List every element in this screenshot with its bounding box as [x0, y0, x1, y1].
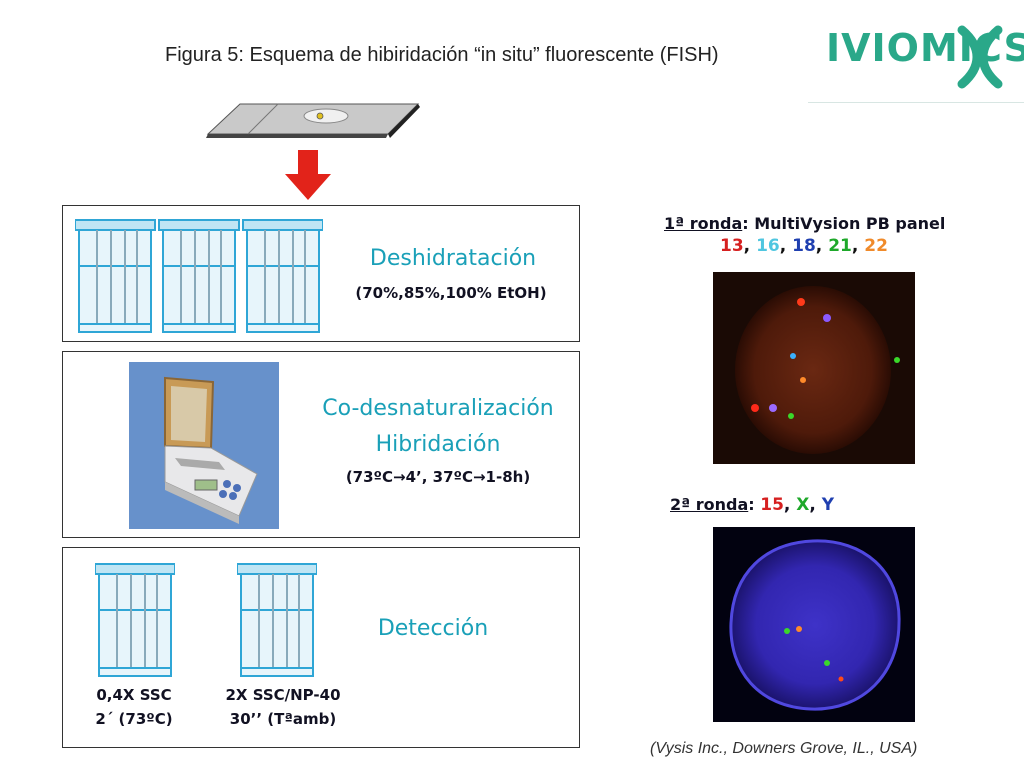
round-2-nucleus-image	[713, 527, 915, 722]
round-2-micrograph	[713, 527, 915, 722]
round-2-probes: 15, X, Y	[760, 495, 834, 515]
probe-18: 18	[792, 236, 816, 256]
wash-1-line1: 0,4X SSC	[96, 686, 172, 704]
coplin-jars-illustration	[75, 219, 323, 333]
step-codenaturation-label: Co-desnaturalización	[322, 396, 554, 421]
probe-separator: ,	[815, 236, 829, 256]
probe-x: X	[796, 495, 810, 515]
dehydration-panel: Deshidratación (70%,85%,100% EtOH)	[62, 205, 580, 342]
step-hybridization-label: Hibridación	[375, 432, 501, 457]
wash-1-line2: 2´ (73ºC)	[95, 710, 173, 728]
step-hybridization-detail: (73ºC→4’, 37ºC→1-8h)	[345, 468, 531, 486]
hybridizer-device-illustration	[129, 362, 279, 529]
probe-y: Y	[821, 495, 835, 515]
probe-16: 16	[756, 236, 780, 256]
header-divider	[808, 102, 1024, 103]
logo-helix-icon	[957, 25, 1003, 89]
round-2-heading: 2ª ronda: 15, X, Y	[670, 495, 834, 515]
round-1-panel: : MultiVysion PB panel	[742, 214, 946, 233]
figure-title: Figura 5: Esquema de hibiridación “in si…	[165, 44, 719, 66]
microscope-slide-illustration	[206, 103, 420, 138]
round-1-heading: 1ª ronda: MultiVysion PB panel	[664, 214, 945, 233]
probe-22: 22	[864, 236, 888, 256]
image-credit: (Vysis Inc., Downers Grove, IL., USA)	[650, 740, 918, 757]
probe-15: 15	[760, 495, 784, 515]
round-1-label: 1ª ronda	[664, 214, 743, 233]
probe-separator: ,	[783, 495, 797, 515]
probe-13: 13	[720, 236, 744, 256]
wash-jar-2-illustration	[237, 563, 317, 677]
step-dehydration-detail: (70%,85%,100% EtOH)	[355, 284, 547, 302]
hybridization-panel: Co-desnaturalización Hibridación (73ºC→4…	[62, 351, 580, 538]
down-arrow-icon	[285, 150, 331, 200]
step-detection-label: Detección	[377, 616, 489, 641]
round-2-panel: :	[748, 495, 755, 514]
round-1-micrograph	[713, 272, 915, 464]
round-2-label: 2ª ronda	[670, 495, 749, 514]
detection-panel: Detección 0,4X SSC 2´ (73ºC) 2X SSC/NP-4…	[62, 547, 580, 748]
probe-separator: ,	[779, 236, 793, 256]
probe-21: 21	[828, 236, 852, 256]
step-dehydration-label: Deshidratación	[369, 246, 537, 271]
probe-separator: ,	[743, 236, 757, 256]
probe-separator: ,	[809, 495, 822, 515]
wash-jar-1-illustration	[95, 563, 175, 677]
wash-2-line1: 2X SSC/NP-40	[225, 686, 341, 704]
round-1-probes: 13, 16, 18, 21, 22	[720, 236, 888, 256]
round-1-nucleus-image	[713, 272, 915, 464]
wash-2-line2: 30’’ (Tªamb)	[229, 710, 337, 728]
probe-separator: ,	[851, 236, 865, 256]
